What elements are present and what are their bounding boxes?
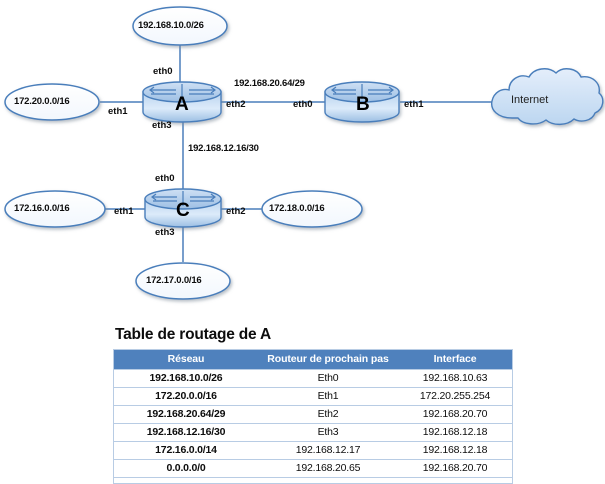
cell-next-hop: Eth1 <box>258 387 398 406</box>
network-ellipse-left-a <box>4 83 100 121</box>
cell-interface: 192.168.20.70 <box>398 405 513 424</box>
routing-table: Réseau Routeur de prochain pas Interface… <box>113 349 513 484</box>
column-header-next-hop: Routeur de prochain pas <box>258 349 398 370</box>
table-row: 172.20.0.0/16 Eth1 172.20.255.254 <box>113 387 513 406</box>
interface-label-a-eth0: eth0 <box>153 66 173 77</box>
network-ellipse-top <box>132 6 228 46</box>
router-a-shape <box>142 81 222 123</box>
cell-interface: 192.168.12.18 <box>398 441 513 460</box>
cell-interface: 172.20.255.254 <box>398 387 513 406</box>
interface-label-c-eth3: eth3 <box>155 227 175 238</box>
interface-label-b-eth0: eth0 <box>293 99 313 110</box>
cell-network: 172.20.0.0/16 <box>113 387 258 406</box>
routing-table-title: Table de routage de A <box>115 326 271 343</box>
column-header-network: Réseau <box>113 349 258 370</box>
link-lines <box>100 45 500 262</box>
routing-table-header-row: Réseau Routeur de prochain pas Interface <box>113 349 513 370</box>
cell-interface: 192.168.20.70 <box>398 459 513 478</box>
network-label-bottom-c: 172.17.0.0/16 <box>146 275 202 286</box>
network-ellipses <box>4 6 363 300</box>
cell-network: 192.168.20.64/29 <box>113 405 258 424</box>
interface-label-a-eth3: eth3 <box>152 120 172 131</box>
network-ellipse-left-c <box>4 190 106 228</box>
cell-network: 0.0.0.0/0 <box>113 459 258 478</box>
interface-label-a-eth2: eth2 <box>226 99 246 110</box>
router-c-shape <box>144 188 222 228</box>
cell-next-hop: Eth2 <box>258 405 398 424</box>
network-label-left-a: 172.20.0.0/16 <box>14 96 70 107</box>
router-label-c: C <box>176 200 190 221</box>
cell-network: 192.168.10.0/26 <box>113 369 258 388</box>
network-label-right-c: 172.18.0.0/16 <box>269 203 325 214</box>
network-ellipse-bottom-c <box>135 262 231 300</box>
table-row: 192.168.20.64/29 Eth2 192.168.20.70 <box>113 405 513 424</box>
table-row: 192.168.12.16/30 Eth3 192.168.12.18 <box>113 423 513 442</box>
cell-interface: 192.168.12.18 <box>398 423 513 442</box>
router-label-a: A <box>175 94 189 115</box>
cloud-label-internet: Internet <box>511 94 549 106</box>
cell-next-hop: 192.168.20.65 <box>258 459 398 478</box>
cell-next-hop: 192.168.12.17 <box>258 441 398 460</box>
cell-interface: 192.168.10.63 <box>398 369 513 388</box>
internet-cloud-shape <box>491 68 604 126</box>
table-bottom-spacer <box>113 477 513 484</box>
link-label-a-to-c: 192.168.12.16/30 <box>188 143 259 154</box>
network-ellipse-right-c <box>261 190 363 228</box>
interface-label-b-eth1: eth1 <box>404 99 424 110</box>
router-label-b: B <box>356 94 370 115</box>
routing-table-block: Table de routage de A Réseau Routeur de … <box>113 326 513 484</box>
router-b-shape <box>324 81 400 123</box>
interface-label-c-eth2: eth2 <box>226 206 246 217</box>
cell-network: 192.168.12.16/30 <box>113 423 258 442</box>
cell-next-hop: Eth0 <box>258 369 398 388</box>
cell-network: 172.16.0.0/14 <box>113 441 258 460</box>
network-label-top: 192.168.10.0/26 <box>138 20 204 31</box>
column-header-interface: Interface <box>398 349 513 370</box>
table-row: 192.168.10.0/26 Eth0 192.168.10.63 <box>113 369 513 388</box>
spacer-cell <box>398 477 513 484</box>
network-topology-diagram <box>4 6 604 300</box>
routing-table-body: 192.168.10.0/26 Eth0 192.168.10.63 172.2… <box>113 369 513 484</box>
table-row: 172.16.0.0/14 192.168.12.17 192.168.12.1… <box>113 441 513 460</box>
cell-next-hop: Eth3 <box>258 423 398 442</box>
table-row: 0.0.0.0/0 192.168.20.65 192.168.20.70 <box>113 459 513 478</box>
spacer-cell <box>258 477 398 484</box>
interface-label-c-eth1: eth1 <box>114 206 134 217</box>
interface-label-a-eth1: eth1 <box>108 106 128 117</box>
spacer-cell <box>113 477 258 484</box>
interface-label-c-eth0: eth0 <box>155 173 175 184</box>
network-label-left-c: 172.16.0.0/16 <box>14 203 70 214</box>
link-label-a-to-b: 192.168.20.64/29 <box>234 78 305 89</box>
